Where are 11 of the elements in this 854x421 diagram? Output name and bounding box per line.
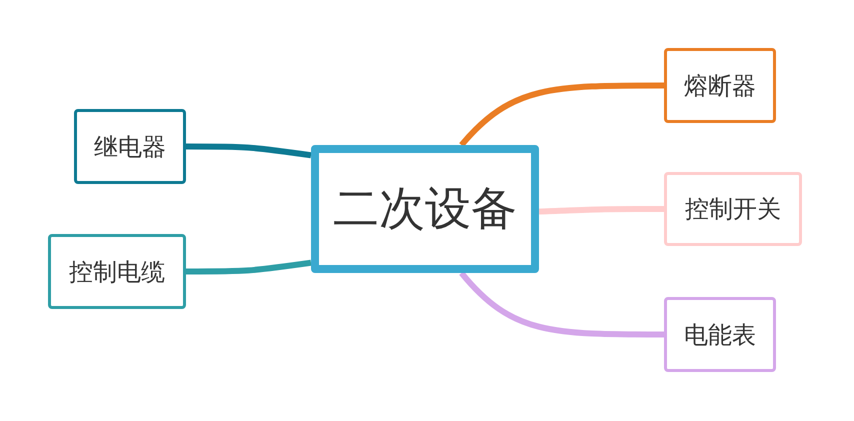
topic-box: 熔断器 bbox=[664, 48, 776, 123]
topic-box: 控制电缆 bbox=[48, 234, 186, 309]
connector-line bbox=[186, 260, 312, 274]
topic-box: 继电器 bbox=[74, 109, 186, 184]
topic-box: 控制开关 bbox=[664, 172, 802, 246]
topic-box: 电能表 bbox=[664, 297, 776, 372]
connector-line bbox=[459, 271, 664, 338]
connector-line bbox=[459, 82, 664, 147]
connector-line bbox=[538, 206, 664, 215]
central-topic-box: 二次设备 bbox=[311, 145, 539, 273]
connector-line bbox=[186, 144, 312, 158]
